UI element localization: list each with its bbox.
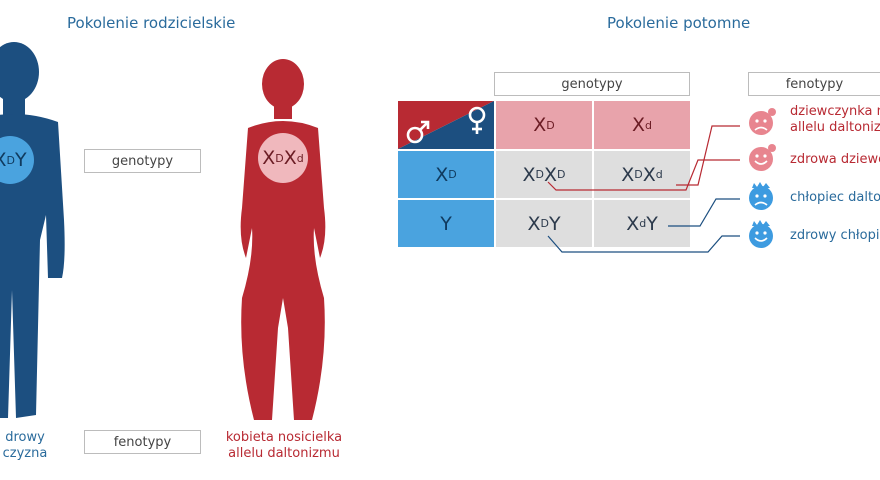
father-silhouette	[0, 42, 65, 418]
mother-silhouette	[240, 59, 326, 420]
happy-boy-face-icon	[749, 220, 773, 248]
connector-healthy-boy	[547, 235, 740, 253]
father-genotype-circle	[0, 136, 34, 184]
legend-colorblind-boy: chłopiec dalto	[790, 190, 880, 205]
phenotypes-label-box: fenotypy	[84, 430, 201, 454]
female-symbol-icon	[468, 106, 486, 134]
genotypes-label-box: genotypy	[84, 149, 201, 173]
row-header-y: Y	[398, 200, 494, 247]
legend-faces	[749, 108, 776, 248]
legend-healthy-boy: zdrowy chłopie	[790, 228, 880, 243]
sad-girl-face-icon	[749, 108, 776, 135]
offspring-phenotypes-box: fenotypy	[748, 72, 880, 96]
male-symbol-icon	[406, 120, 430, 144]
mother-genotype-circle	[258, 133, 308, 183]
father-phenotype: drowy czyzna	[2, 430, 48, 461]
sad-boy-face-icon	[749, 182, 773, 210]
punnett-corner	[398, 101, 494, 149]
connector-colorblind-boy	[668, 198, 740, 227]
offspring-genotypes-box: genotypy	[494, 72, 690, 96]
offspring-heading: Pokolenie potomne	[607, 14, 751, 32]
legend-carrier-girl: dziewczynka n allelu daltonizmu	[790, 104, 880, 135]
happy-girl-face-icon	[749, 144, 776, 171]
parents-heading: Pokolenie rodzicielskie	[67, 14, 236, 32]
mother-phenotype: kobieta nosicielka allelu daltonizmu	[225, 430, 343, 461]
connector-carrier-girl	[676, 125, 740, 186]
father-genotype: XDY	[0, 149, 27, 171]
connector-healthy-girl	[547, 159, 740, 191]
legend-healthy-girl: zdrowa dziewc	[790, 152, 880, 167]
